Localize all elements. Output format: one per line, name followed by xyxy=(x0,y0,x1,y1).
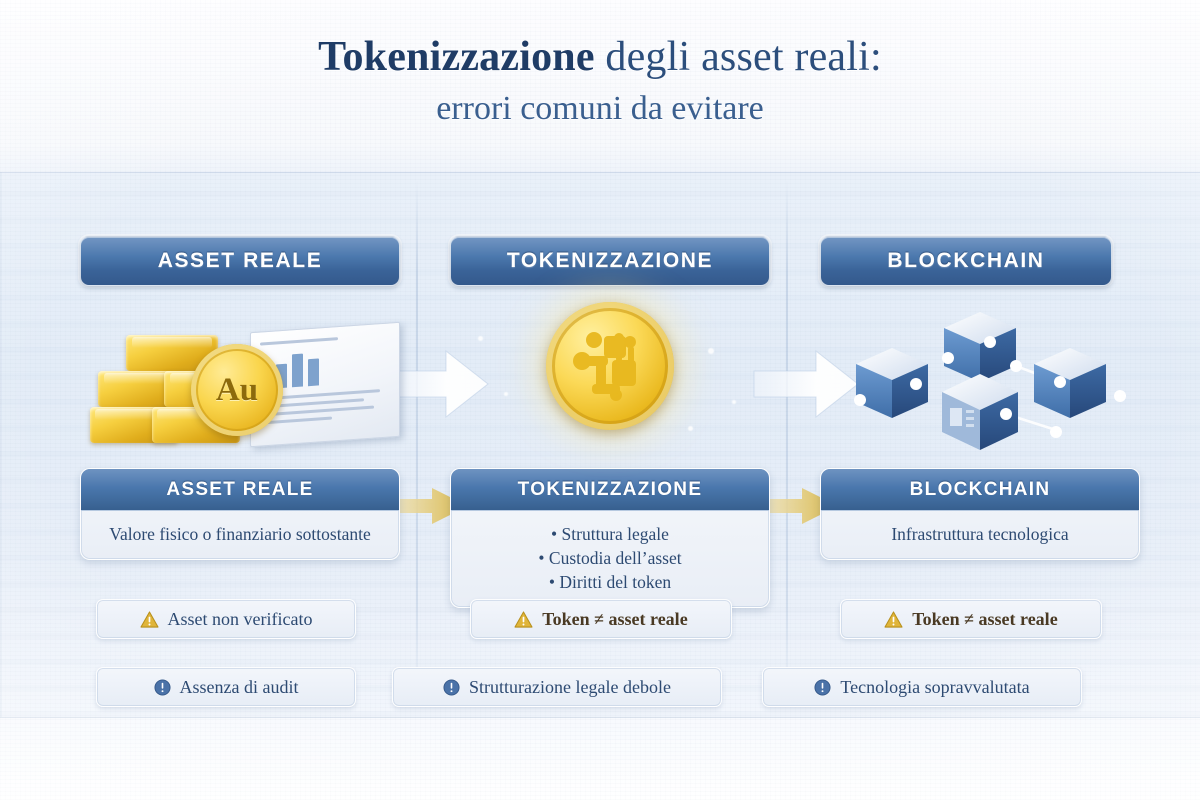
cube-left xyxy=(856,348,928,418)
card-blockchain: BLOCKCHAIN Infrastruttura tecnologica xyxy=(820,468,1140,561)
info-circle-icon xyxy=(153,678,171,696)
title-rest: degli asset reali: xyxy=(594,34,882,80)
cube-right xyxy=(1034,348,1106,418)
column-tokenizzazione: TOKENIZZAZIONE xyxy=(450,236,770,609)
illustration-blockchain-cubes-network xyxy=(820,296,1140,456)
warning-pill-blockchain[interactable]: Token ≠ asset reale xyxy=(840,599,1102,639)
cube-top xyxy=(944,312,1016,382)
title-line-1: Tokenizzazione degli asset reali: xyxy=(0,34,1200,81)
card-text-blockchain: Infrastruttura tecnologica xyxy=(891,524,1069,544)
card-asset-reale: ASSET REALE Valore fisico o finanziario … xyxy=(80,468,400,561)
warning-triangle-icon xyxy=(139,610,159,628)
header-divider xyxy=(0,172,1200,173)
cube-bottom xyxy=(942,374,1018,450)
arrow-right-gold-1 xyxy=(360,488,468,524)
info-pill-assenza-di-audit[interactable]: Assenza di audit xyxy=(96,667,356,707)
illustration-gold-bars-and-document: Au xyxy=(80,296,400,456)
warning-pill-blockchain-wrap: Token ≠ asset reale xyxy=(840,585,1102,639)
arrow-right-white-2 xyxy=(753,349,859,419)
card-title-tokenizzazione: TOKENIZZAZIONE xyxy=(451,469,769,511)
warning-triangle-icon xyxy=(514,610,533,628)
info-pill-label: Strutturazione legale debole xyxy=(469,676,671,697)
info-pill-asset-reale-wrap: Assenza di audit xyxy=(96,653,356,707)
badge-tokenizzazione[interactable]: TOKENIZZAZIONE xyxy=(450,236,770,286)
list-item: Diritti del token xyxy=(463,570,757,594)
column-divider-2 xyxy=(786,180,788,700)
info-circle-icon xyxy=(814,678,831,696)
info-pill-tecnologia-sopravvalutata[interactable]: Tecnologia sopravvalutata xyxy=(762,667,1082,707)
blockchain-cubes-icon xyxy=(854,312,1126,450)
gold-bars-icon: Au xyxy=(90,327,283,452)
page-title: Tokenizzazione degli asset reali: errori… xyxy=(0,34,1200,130)
warning-triangle-icon xyxy=(884,610,903,628)
warning-pill-label: Asset non verificato xyxy=(167,608,313,629)
column-blockchain: BLOCKCHAIN xyxy=(820,236,1140,561)
token-coin-icon xyxy=(546,302,674,430)
gold-coin-au-icon: Au xyxy=(191,344,283,436)
card-title-blockchain: BLOCKCHAIN xyxy=(821,469,1139,511)
warning-pill-tokenizzazione[interactable]: Token ≠ asset reale xyxy=(470,599,732,639)
card-body-tokenizzazione: Struttura legale Custodia dell’asset Dir… xyxy=(451,511,769,607)
info-pill-label: Tecnologia sopravvalutata xyxy=(840,676,1030,697)
warning-pill-label: Token ≠ asset reale xyxy=(912,608,1058,629)
info-pill-label: Assenza di audit xyxy=(179,676,299,697)
card-tokenizzazione: TOKENIZZAZIONE Struttura legale Custodia… xyxy=(450,468,770,609)
arrow-right-gold-2 xyxy=(730,488,838,524)
token-network-glyph xyxy=(573,332,636,401)
column-divider-1 xyxy=(416,180,418,700)
title-keyword: Tokenizzazione xyxy=(318,34,595,80)
column-asset-reale: ASSET REALE Au ASSET R xyxy=(80,236,400,561)
badge-blockchain[interactable]: BLOCKCHAIN xyxy=(820,236,1112,286)
warning-pill-asset-reale-wrap: Asset non verificato xyxy=(96,585,356,639)
illustration-gold-token-coin xyxy=(450,296,770,456)
info-pill-strutturazione-legale-debole[interactable]: Strutturazione legale debole xyxy=(392,667,722,707)
info-circle-icon xyxy=(443,678,460,696)
card-title-asset-reale: ASSET REALE xyxy=(81,469,399,511)
list-item: Custodia dell’asset xyxy=(463,546,757,570)
info-pill-blockchain-wrap: Tecnologia sopravvalutata xyxy=(762,653,1082,707)
warning-pill-label: Token ≠ asset reale xyxy=(542,608,688,629)
footer-divider xyxy=(0,717,1200,718)
info-pill-tokenizzazione-wrap: Strutturazione legale debole xyxy=(392,653,722,707)
warning-pill-asset-reale[interactable]: Asset non verificato xyxy=(96,599,356,639)
badge-asset-reale[interactable]: ASSET REALE xyxy=(80,236,400,286)
warning-pill-tokenizzazione-wrap: Token ≠ asset reale xyxy=(470,585,732,639)
list-item: Struttura legale xyxy=(463,522,757,546)
title-line-2: errori comuni da evitare xyxy=(436,90,764,128)
bullet-list-tokenizzazione: Struttura legale Custodia dell’asset Dir… xyxy=(463,522,757,594)
card-text-asset-reale: Valore fisico o finanziario sottostante xyxy=(109,524,371,544)
